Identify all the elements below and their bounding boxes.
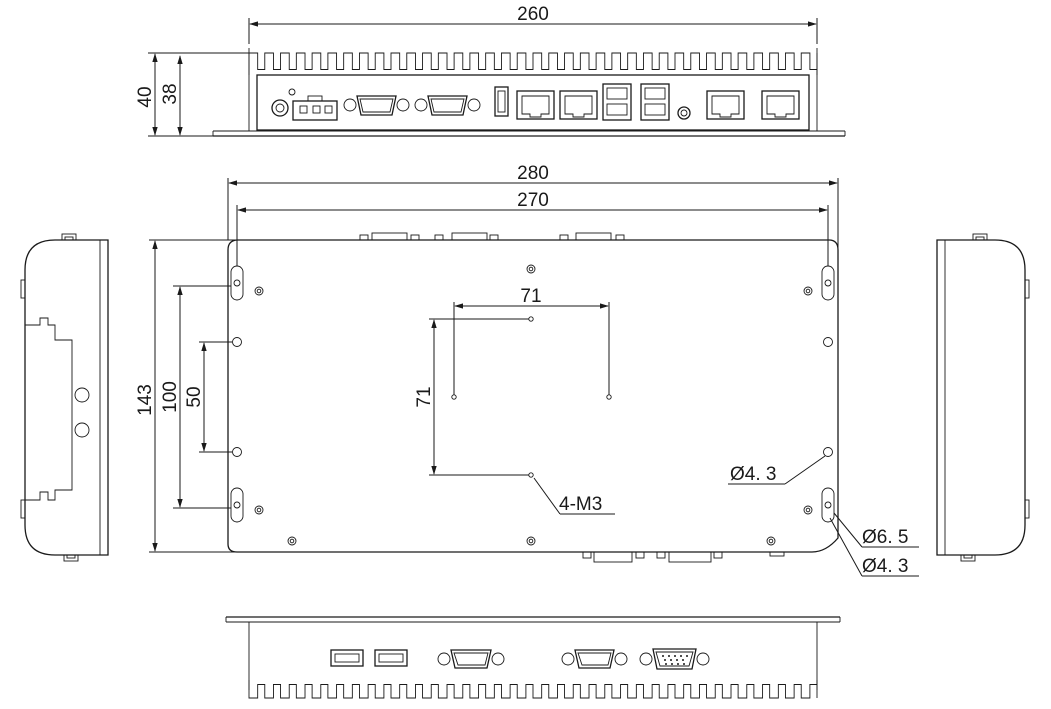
dim-270-label: 270 xyxy=(517,190,549,211)
bottom-connector-outlines xyxy=(582,551,785,563)
slot-inner-callout-label: Ø4. 3 xyxy=(862,556,908,577)
hole-callout-label: Ø4. 3 xyxy=(730,464,776,485)
hdmi-port-icon xyxy=(494,86,509,117)
screw-marks xyxy=(254,264,813,546)
dim-40-label: 40 xyxy=(135,86,156,107)
dim-100-label: 100 xyxy=(160,381,181,413)
keyhole-slot xyxy=(230,487,244,523)
dim-143-label: 143 xyxy=(135,384,156,416)
vesa-holes xyxy=(451,316,612,478)
keyhole-slot xyxy=(821,487,835,523)
power-button-icon xyxy=(271,88,296,117)
ethernet-port-icon xyxy=(761,90,800,120)
left-side-view xyxy=(20,233,109,562)
right-side-view xyxy=(936,233,1030,562)
serial-port-icon xyxy=(437,649,505,669)
mounting-hole xyxy=(232,337,833,457)
usb-port-icon xyxy=(374,649,408,667)
m3-callout-label: 4-M3 xyxy=(559,494,602,515)
dim-71-vertical-label: 71 xyxy=(414,386,435,407)
ethernet-port-icon xyxy=(516,90,555,120)
audio-jack-icon xyxy=(677,106,691,120)
keyhole-slot xyxy=(821,265,835,301)
ethernet-port-icon xyxy=(559,90,598,120)
dim-280-label: 280 xyxy=(517,163,549,184)
ethernet-port-icon xyxy=(706,90,745,120)
front-view-fins xyxy=(248,52,818,75)
serial-port-icon xyxy=(414,95,481,116)
slot-outer-callout-label: Ø6. 5 xyxy=(862,527,908,548)
bottom-plate-outline xyxy=(227,239,839,553)
rear-view-fins xyxy=(248,680,818,699)
dim-38-label: 38 xyxy=(160,83,181,104)
vga-port-icon xyxy=(639,648,710,670)
front-panel-body xyxy=(256,74,810,131)
usb-port-icon xyxy=(640,83,670,121)
rear-view xyxy=(225,616,841,699)
top-connector-outlines xyxy=(359,232,625,241)
bottom-view: 280 270 71 71 4-M3 143 100 50 xyxy=(135,163,919,577)
serial-port-icon xyxy=(343,95,410,116)
dim-50-label: 50 xyxy=(184,386,205,407)
front-view: 260 40 38 xyxy=(135,4,846,137)
dim-260-label: 260 xyxy=(517,4,549,25)
serial-port-icon xyxy=(561,649,628,669)
usb-port-icon xyxy=(602,83,632,121)
keyhole-slot xyxy=(230,265,244,301)
usb-port-icon xyxy=(330,649,364,667)
dc-power-connector-icon xyxy=(292,95,338,121)
dim-71-horizontal-label: 71 xyxy=(520,286,541,307)
